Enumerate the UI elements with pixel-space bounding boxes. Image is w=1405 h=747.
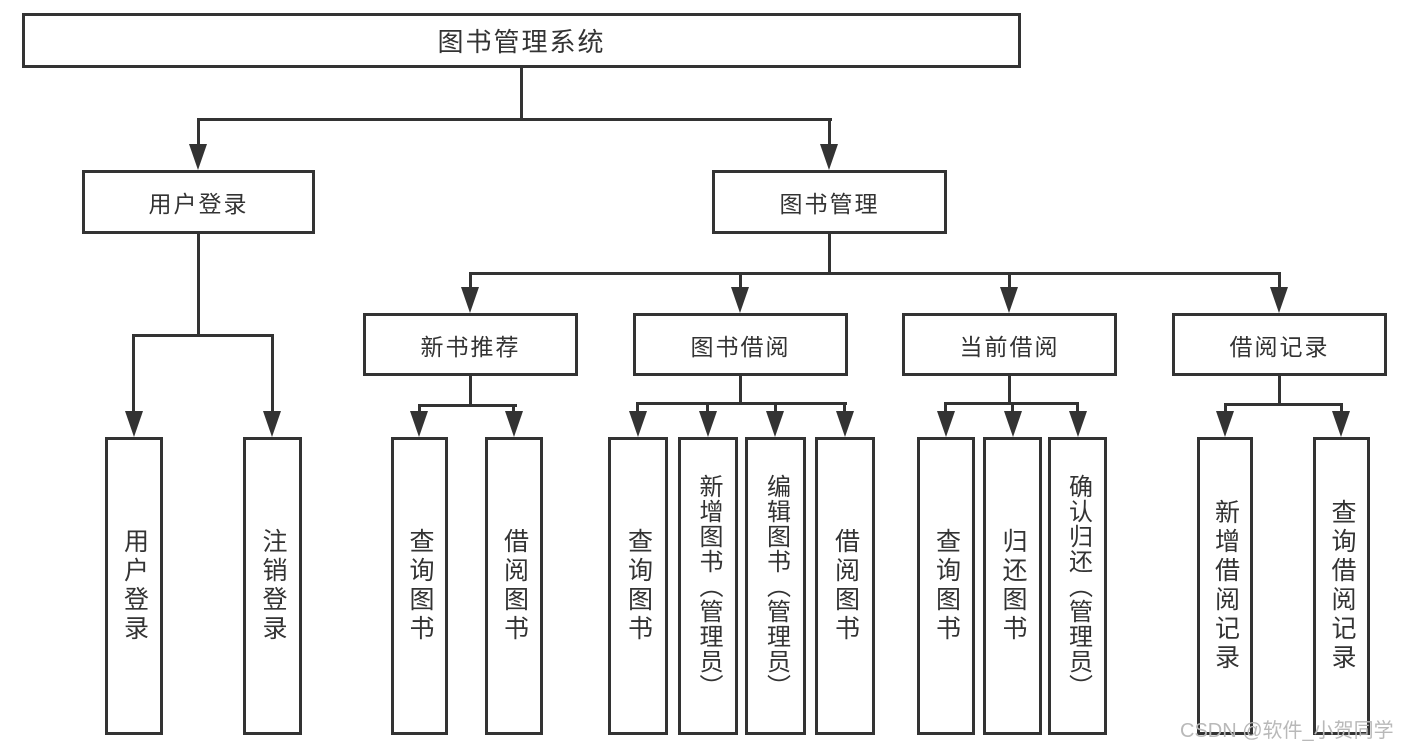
leaf-logout: 注销登录 [243, 437, 302, 735]
connector-segment [1278, 272, 1281, 295]
arrowhead-icon [1069, 411, 1087, 437]
arrowhead-icon [699, 411, 717, 437]
leaf-edit-book-admin: 编辑图书（管理员） [745, 437, 806, 735]
leaf-return-book: 归还图书 [983, 437, 1042, 735]
connector-segment [828, 118, 831, 150]
arrowhead-icon [766, 411, 784, 437]
connector-segment [469, 272, 1281, 275]
arrowhead-icon [263, 411, 281, 437]
leaf-confirm-return-admin: 确认归还（管理员） [1048, 437, 1107, 735]
connector-segment [1340, 403, 1343, 418]
connector-segment [636, 402, 639, 418]
connector-segment [636, 402, 847, 405]
leaf-query-borrow-record: 查询借阅记录 [1313, 437, 1370, 735]
connector-segment [944, 402, 947, 418]
leaf-query-books: 查询图书 [608, 437, 668, 735]
connector-segment [271, 334, 274, 415]
connector-segment [197, 118, 200, 150]
leaf-user-login: 用户登录 [105, 437, 163, 735]
connector-segment [1008, 272, 1011, 295]
node-new-book-recommend: 新书推荐 [363, 313, 578, 376]
leaf-query-books: 查询图书 [917, 437, 975, 735]
connector-segment [1011, 402, 1014, 418]
node-borrowing-records: 借阅记录 [1172, 313, 1387, 376]
arrowhead-icon [629, 411, 647, 437]
connector-segment [469, 272, 472, 295]
node-user-login: 用户登录 [82, 170, 315, 234]
connector-segment [1278, 376, 1281, 406]
connector-segment [197, 118, 832, 121]
leaf-borrow-books: 借阅图书 [815, 437, 875, 735]
connector-segment [828, 234, 831, 275]
connector-segment [1224, 403, 1227, 418]
arrowhead-icon [731, 287, 749, 313]
arrowhead-icon [836, 411, 854, 437]
connector-segment [132, 334, 274, 337]
arrowhead-icon [1004, 411, 1022, 437]
node-book-management: 图书管理 [712, 170, 947, 234]
arrowhead-icon [1000, 287, 1018, 313]
arrowhead-icon [410, 411, 428, 437]
arrowhead-icon [1216, 411, 1234, 437]
node-book-borrowing: 图书借阅 [633, 313, 848, 376]
arrowhead-icon [937, 411, 955, 437]
leaf-add-book-admin: 新增图书（管理员） [678, 437, 738, 735]
node-library-management-system: 图书管理系统 [22, 13, 1021, 68]
node-current-borrowing: 当前借阅 [902, 313, 1117, 376]
connector-segment [774, 402, 777, 418]
connector-segment [706, 402, 709, 418]
arrowhead-icon [1332, 411, 1350, 437]
connector-segment [520, 68, 523, 120]
connector-segment [469, 376, 472, 407]
watermark-text: CSDN @软件_小贺同学 [1180, 720, 1394, 742]
arrowhead-icon [189, 144, 207, 170]
leaf-add-borrow-record: 新增借阅记录 [1197, 437, 1253, 735]
connector-segment [843, 402, 846, 418]
connector-segment [1008, 376, 1011, 404]
connector-segment [418, 404, 517, 407]
arrowhead-icon [125, 411, 143, 437]
leaf-query-books: 查询图书 [391, 437, 448, 735]
connector-segment [1076, 402, 1079, 418]
connector-segment [132, 334, 135, 415]
connector-segment [739, 272, 742, 295]
arrowhead-icon [1270, 287, 1288, 313]
connector-segment [197, 234, 200, 337]
leaf-borrow-books: 借阅图书 [485, 437, 543, 735]
connector-segment [1224, 403, 1343, 406]
arrowhead-icon [505, 411, 523, 437]
connector-segment [739, 376, 742, 404]
arrowhead-icon [461, 287, 479, 313]
arrowhead-icon [820, 144, 838, 170]
